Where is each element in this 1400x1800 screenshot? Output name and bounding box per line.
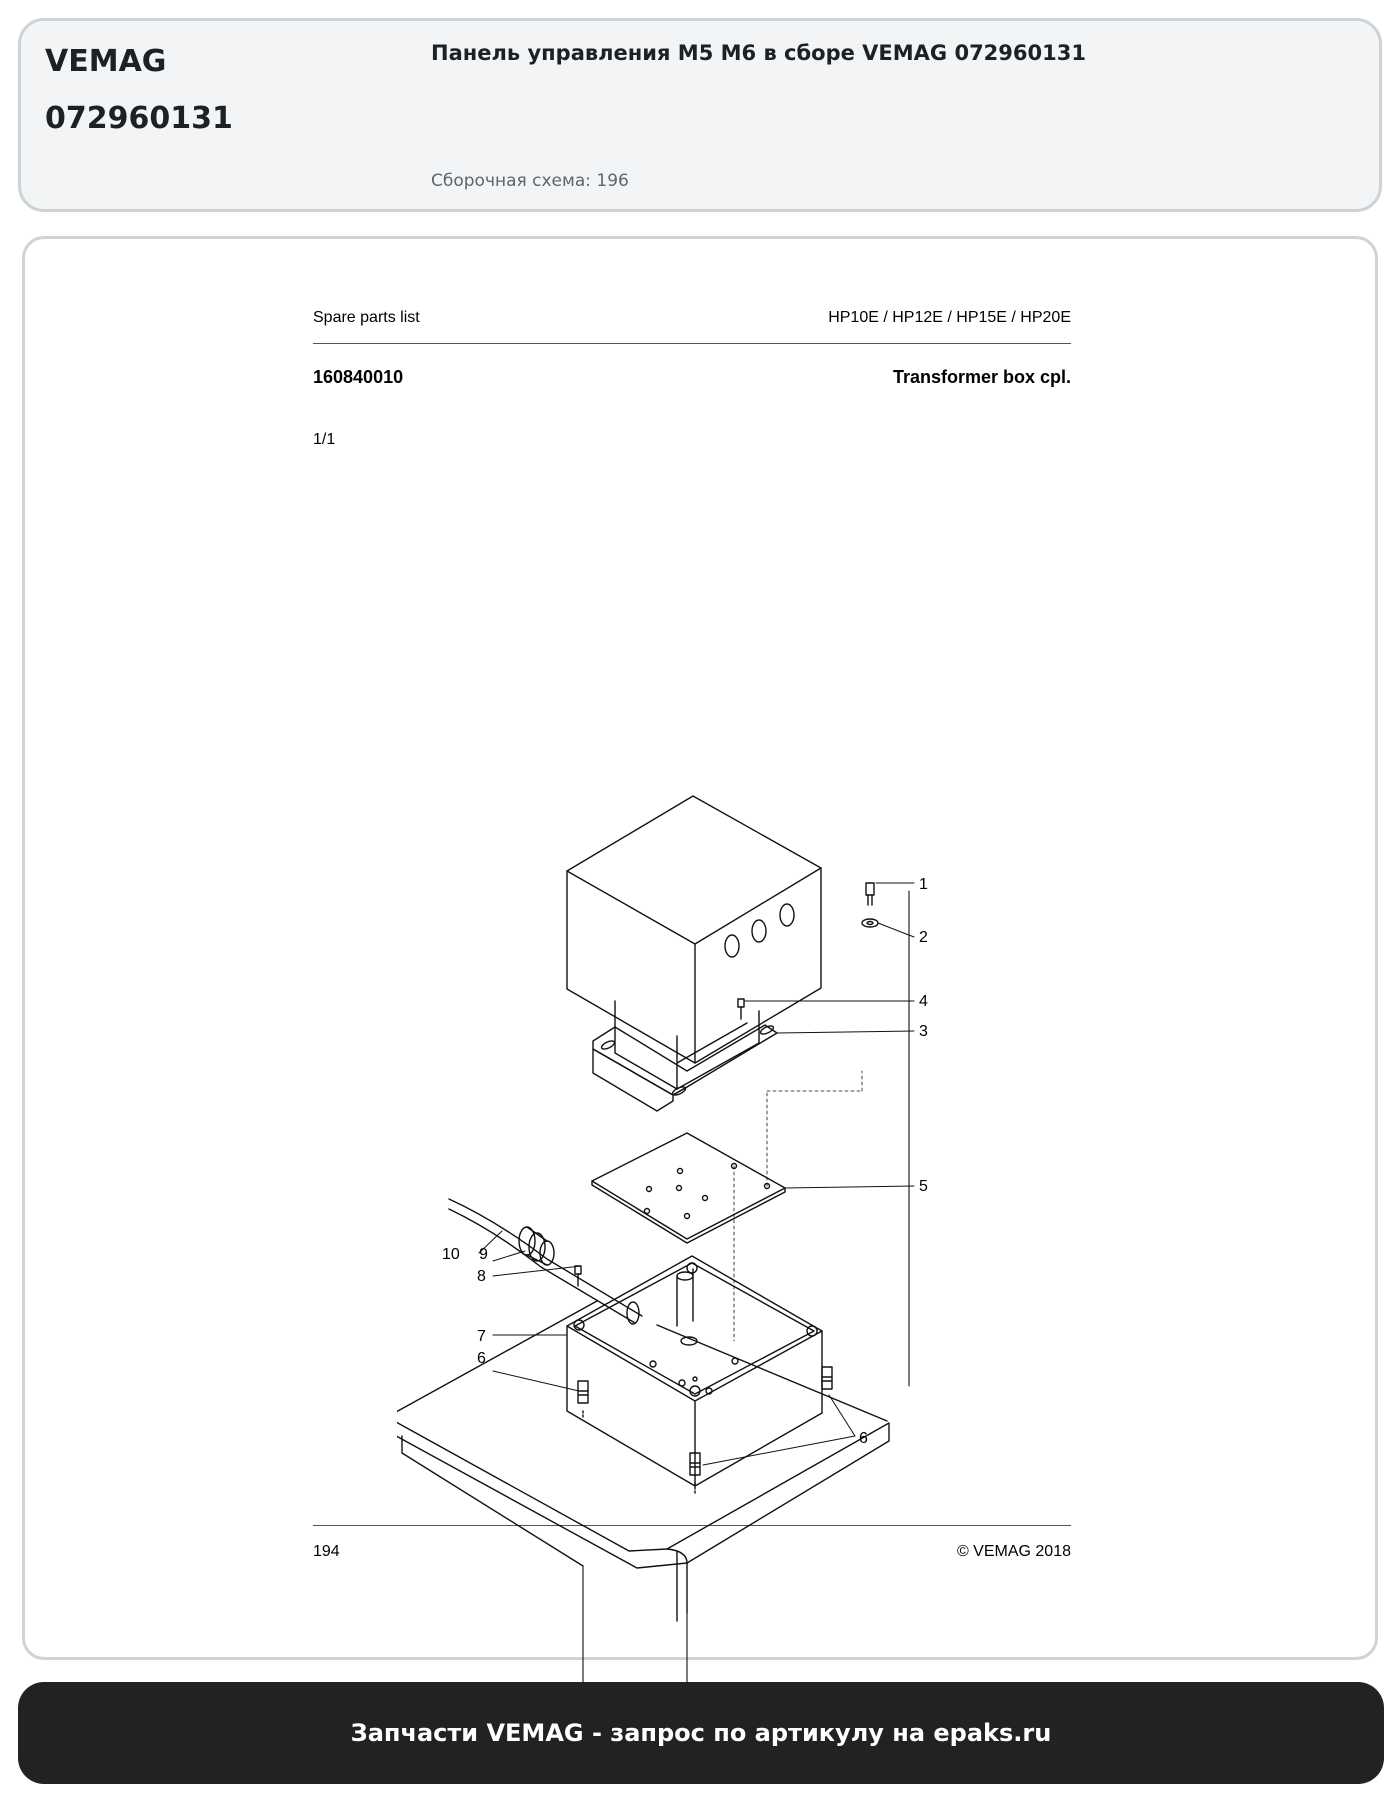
footer-banner: Запчасти VEMAG - запрос по артикулу на e… <box>18 1682 1384 1784</box>
header-card: VEMAG 072960131 Панель управления M5 M6 … <box>18 18 1382 212</box>
callout-4: 4 <box>919 993 928 1010</box>
callout-8: 8 <box>477 1268 486 1285</box>
enclosure-box <box>566 1255 823 1487</box>
doc-header-left: Spare parts list <box>313 309 420 326</box>
callout-1: 1 <box>919 876 928 893</box>
callout-7: 7 <box>477 1328 486 1345</box>
footer-text: Запчасти VEMAG - запрос по артикулу на e… <box>350 1719 1052 1747</box>
table-plate <box>397 1300 890 1622</box>
doc-page-number: 194 <box>313 1543 340 1560</box>
leader-lines <box>478 882 915 1466</box>
brand-name: VEMAG <box>45 44 167 79</box>
transformer-core <box>614 1000 760 1090</box>
doc-copyright: © VEMAG 2018 <box>956 1543 1071 1560</box>
doc-top-rule <box>313 343 1071 344</box>
callout-9: 9 <box>479 1246 488 1263</box>
exploded-assembly-drawing: 1 2 3 4 5 6 7 8 9 10 6 <box>397 795 928 1726</box>
assembly-scheme-label: Сборочная схема: 196 <box>431 171 629 191</box>
callout-10: 10 <box>442 1246 460 1263</box>
callout-labels: 1 2 3 4 5 6 7 8 9 10 6 <box>442 876 928 1447</box>
transformer-box-housing <box>566 795 822 1064</box>
screws <box>574 882 879 1287</box>
callout-5: 5 <box>919 1178 928 1195</box>
spare-parts-page: Spare parts list HP10E / HP12E / HP15E /… <box>313 301 1071 1581</box>
doc-part-name: Transformer box cpl. <box>892 367 1071 387</box>
brand-block: VEMAG 072960131 <box>45 33 233 147</box>
callout-2: 2 <box>919 929 928 946</box>
doc-bottom-rule <box>313 1525 1071 1526</box>
cable-gland <box>518 1226 555 1266</box>
callout-3: 3 <box>919 1023 928 1040</box>
standoffs <box>577 1366 833 1494</box>
article-number: 072960131 <box>45 101 233 136</box>
doc-header-models: HP10E / HP12E / HP15E / HP20E <box>828 309 1071 326</box>
callout-6-right: 6 <box>859 1430 868 1447</box>
doc-sheet-number: 1/1 <box>313 431 336 448</box>
page-title: Панель управления M5 M6 в сборе VEMAG 07… <box>431 41 1086 65</box>
document-card: Spare parts list HP10E / HP12E / HP15E /… <box>22 236 1378 1726</box>
callout-6-left: 6 <box>477 1350 486 1367</box>
base-plate <box>591 1132 786 1244</box>
mounting-bracket <box>592 1024 778 1112</box>
cable <box>448 1198 643 1324</box>
column-outline <box>582 890 910 1726</box>
doc-part-number: 160840010 <box>313 367 404 387</box>
assembly-dashed-lines <box>733 1070 863 1342</box>
